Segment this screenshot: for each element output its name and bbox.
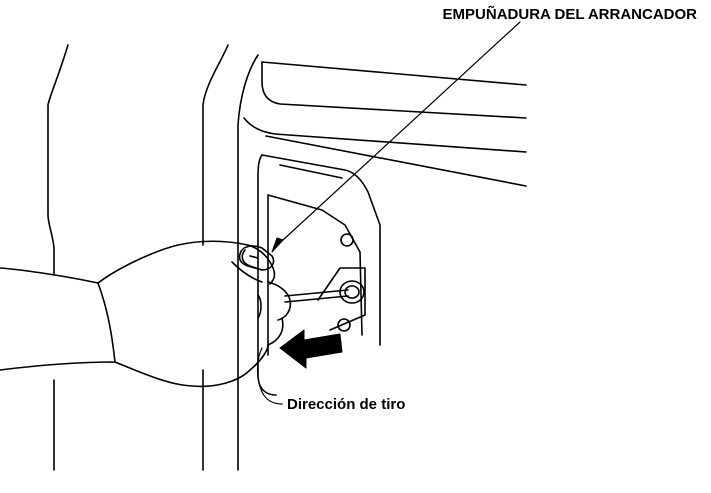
pull-direction-label: Dirección de tiro xyxy=(287,396,406,413)
starter-handle-leader xyxy=(271,21,521,253)
starter-recess-panel xyxy=(257,154,381,396)
pull-direction-arrow-icon xyxy=(279,329,343,369)
generator-body-left-edge xyxy=(47,44,229,471)
pull-direction-leader xyxy=(256,347,283,405)
hand-icon xyxy=(0,240,292,388)
generator-shell xyxy=(237,54,527,471)
starter-rope xyxy=(284,280,365,304)
starter-handle-label: EMPUÑADURA DEL ARRANCADOR xyxy=(442,6,697,23)
